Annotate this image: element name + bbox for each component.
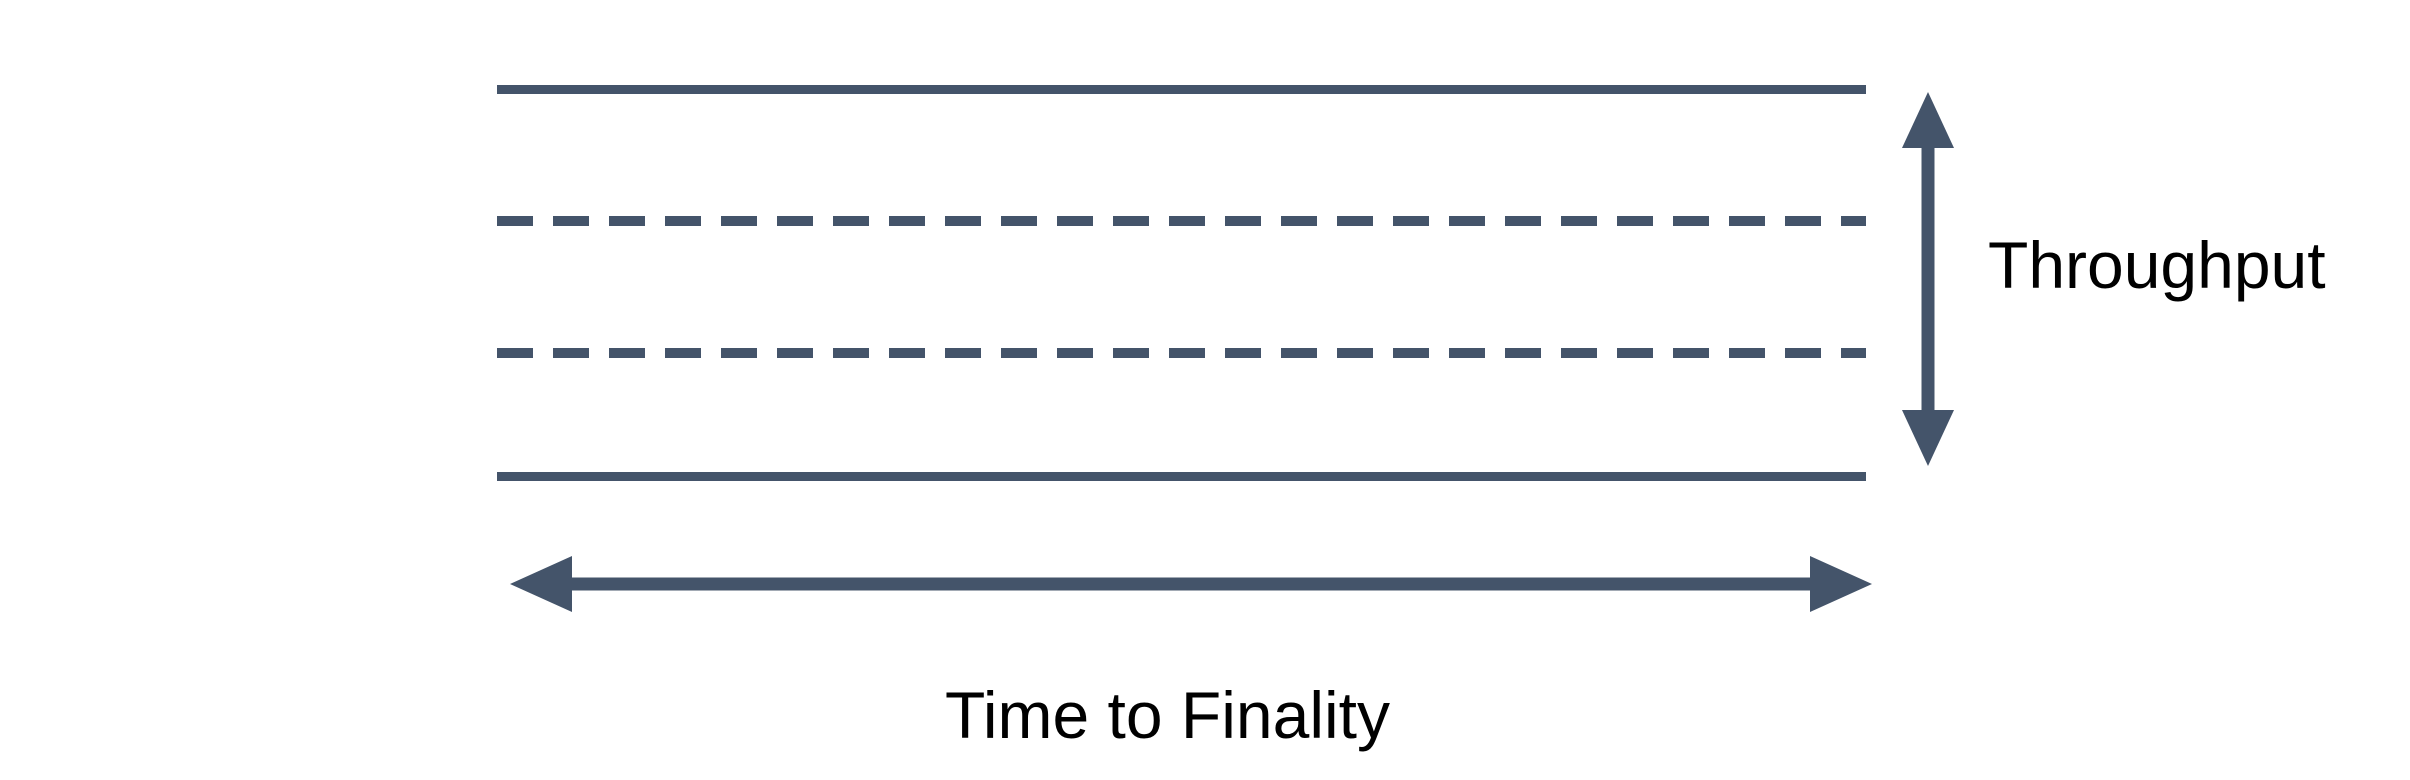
time-to-finality-arrow-head-left — [510, 556, 572, 612]
time-to-finality-arrow-head-right — [1810, 556, 1872, 612]
time-to-finality-axis-label: Time to Finality — [945, 678, 1390, 752]
time-to-finality-arrow-shaft — [566, 577, 1816, 591]
throughput-arrow-shaft — [1921, 140, 1935, 420]
horizontal-double-arrow-icon — [510, 556, 1872, 612]
throughput-axis-label: Throughput — [1988, 228, 2326, 302]
vertical-double-arrow-icon — [1902, 92, 1954, 466]
throughput-arrow-head-down — [1902, 410, 1954, 466]
lane-lines-group — [497, 85, 1866, 481]
throughput-arrow-head-up — [1902, 92, 1954, 148]
